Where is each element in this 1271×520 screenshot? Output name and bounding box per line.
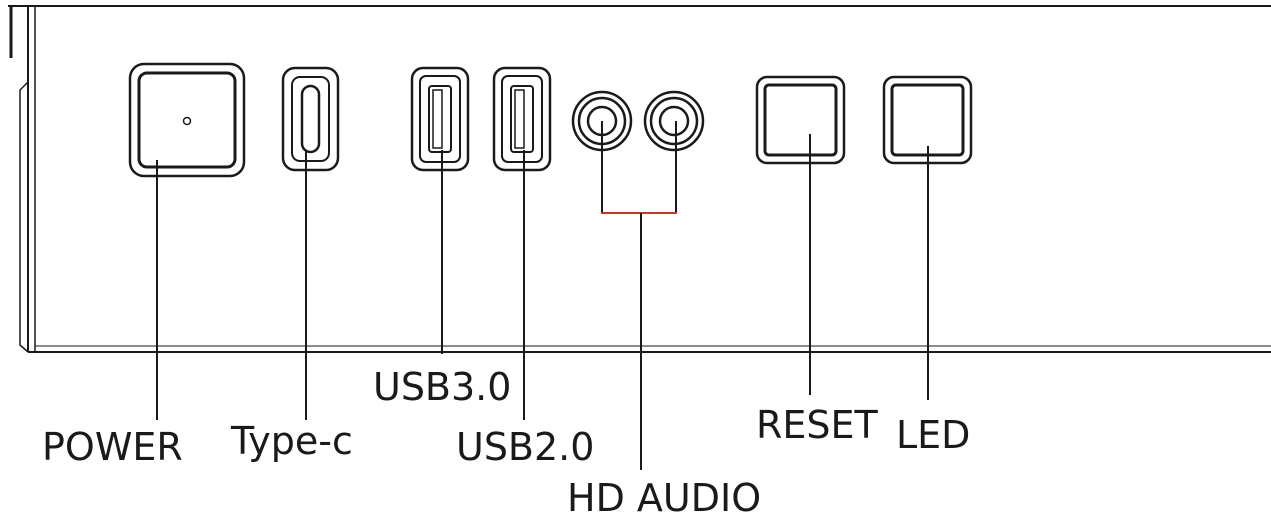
audio-jack-right[interactable] [643,90,705,152]
panel-left-notch [19,81,29,353]
hd-audio-label: HD AUDIO [567,476,762,520]
usb3-label: USB3.0 [373,365,512,409]
usb3-port[interactable] [410,66,470,172]
usb2-port[interactable] [492,66,552,172]
power-label: POWER [42,425,183,469]
reset-label: RESET [756,403,878,447]
power-button[interactable] [128,62,246,178]
led-indicator [882,75,973,165]
usb2-label: USB2.0 [456,425,595,469]
led-label: LED [896,413,971,457]
type-c-port[interactable] [281,66,340,172]
reset-button[interactable] [755,75,846,165]
power-led-dot [182,116,192,126]
type-c-label: Type-c [231,419,353,463]
